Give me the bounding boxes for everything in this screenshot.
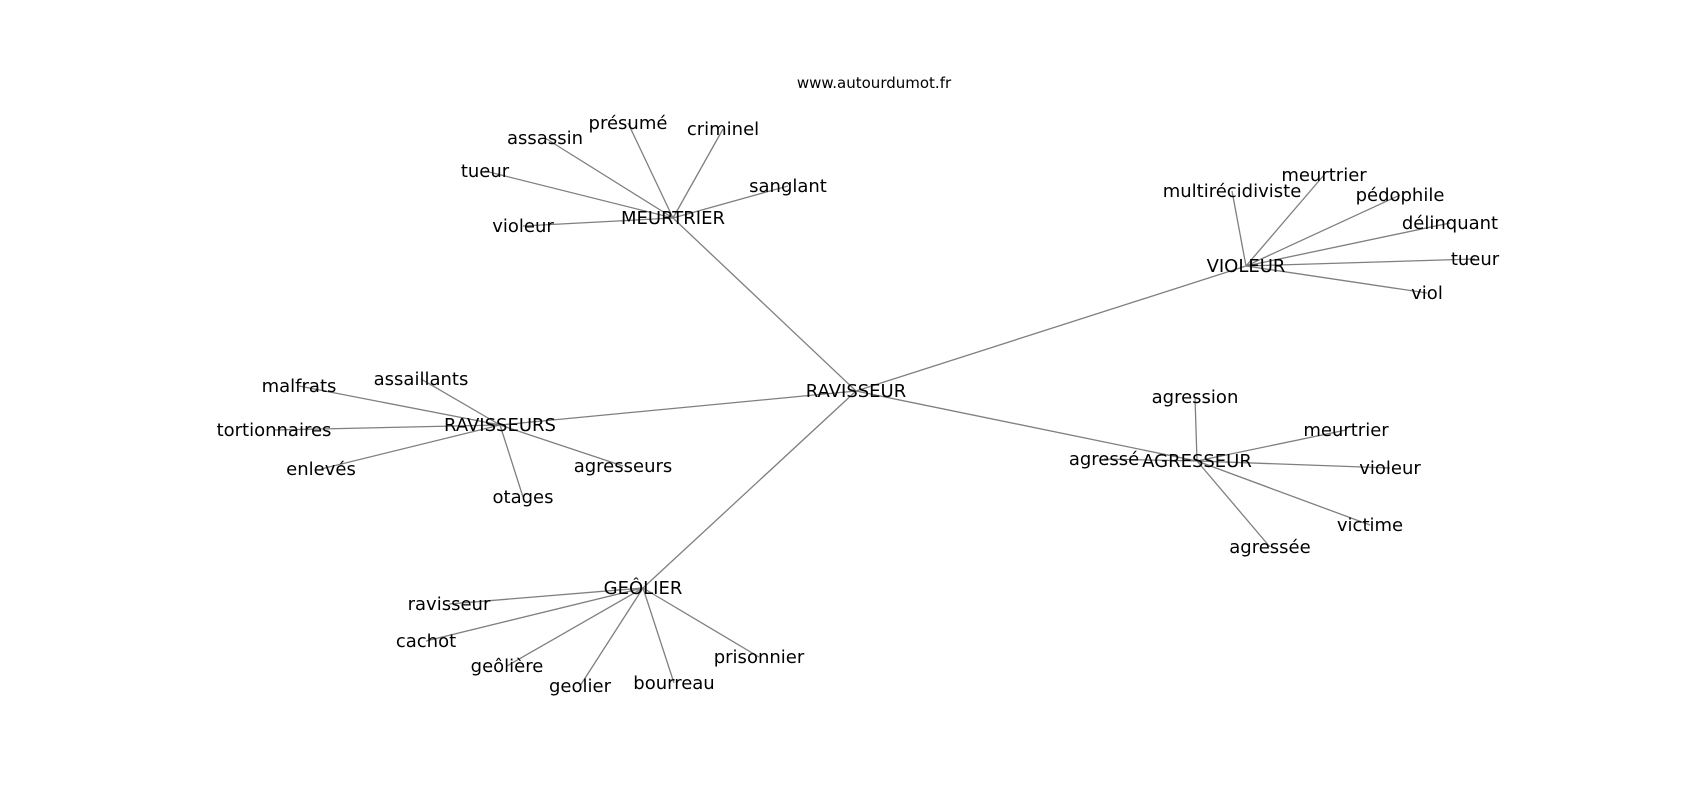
- leaf-node-malfrats: malfrats: [262, 376, 337, 397]
- root-node: RAVISSEUR: [806, 381, 906, 402]
- edge-meurtrier-hub-violeur-1: [522, 217, 674, 227]
- edge-ravisseurs-hub-agresseurs: [499, 424, 624, 467]
- edge-meurtrier-hub-sanglant: [672, 185, 789, 219]
- leaf-node-victime: victime: [1337, 515, 1403, 536]
- edge-root-geolier-hub: [642, 390, 857, 589]
- edge-geolier-hub-prisonnier: [642, 587, 760, 658]
- edge-ravisseurs-hub-assaillants: [420, 378, 501, 426]
- hub-node-ravisseurs-hub: RAVISSEURS: [444, 415, 556, 436]
- leaf-node-tueur-1: tueur: [461, 161, 510, 182]
- leaf-node-assaillants: assaillants: [374, 369, 469, 390]
- hub-node-agresseur-hub: AGRESSEUR: [1142, 451, 1252, 472]
- leaf-node-presume: présumé: [589, 113, 668, 134]
- edge-violeur-hub-tueur-2: [1245, 258, 1476, 267]
- edge-violeur-hub-pedophile: [1245, 194, 1401, 267]
- edge-meurtrier-hub-assassin: [544, 137, 674, 219]
- edge-agresseur-hub-victime: [1196, 460, 1371, 526]
- leaf-node-tortionnaires: tortionnaires: [217, 420, 332, 441]
- edge-geolier-hub-geoliere: [506, 587, 644, 667]
- edge-geolier-hub-bourreau: [642, 587, 675, 684]
- leaf-node-meurtrier-1: meurtrier: [1281, 165, 1367, 186]
- leaf-node-agresseurs: agresseurs: [574, 456, 673, 477]
- edge-agresseur-hub-agression: [1194, 396, 1198, 462]
- leaf-node-agressee: agressée: [1229, 537, 1310, 558]
- leaf-node-bourreau: bourreau: [633, 673, 714, 694]
- edge-agresseur-hub-agresse: [1103, 458, 1198, 462]
- leaf-node-meurtrier-2: meurtrier: [1303, 420, 1389, 441]
- leaf-node-geoliere: geôlière: [471, 656, 544, 677]
- edge-geolier-hub-cachot: [425, 587, 644, 642]
- source-watermark: www.autourdumot.fr: [797, 74, 952, 92]
- edge-meurtrier-hub-presume: [627, 122, 674, 219]
- edge-violeur-hub-delinquant: [1245, 222, 1451, 267]
- edge-geolier-hub-geolier-leaf: [579, 587, 644, 687]
- hub-node-geolier-hub: GEÔLIER: [604, 577, 683, 599]
- leaf-node-multirecidiviste: multirécidiviste: [1163, 181, 1302, 202]
- edge-root-violeur-hub: [855, 265, 1247, 392]
- leaf-node-pedophile: pédophile: [1356, 185, 1445, 206]
- edge-agresseur-hub-meurtrier-2: [1196, 429, 1347, 462]
- edge-violeur-hub-viol: [1245, 265, 1428, 294]
- leaf-node-agression: agression: [1152, 387, 1239, 408]
- leaf-node-prisonnier: prisonnier: [714, 647, 805, 668]
- edge-meurtrier-hub-tueur-1: [484, 170, 674, 219]
- hub-node-violeur-hub: VIOLEUR: [1207, 256, 1286, 277]
- leaf-node-criminel: criminel: [687, 119, 759, 140]
- edge-root-agresseur-hub: [855, 390, 1198, 462]
- leaf-node-otages: otages: [493, 487, 554, 508]
- graph-edges: [273, 122, 1476, 687]
- leaf-node-agresse: agressé: [1069, 449, 1139, 470]
- edge-violeur-hub-multirecidiviste: [1231, 190, 1247, 267]
- edge-root-meurtrier-hub: [672, 217, 857, 392]
- edge-root-ravisseurs-hub: [499, 390, 857, 426]
- edge-ravisseurs-hub-tortionnaires: [273, 424, 501, 431]
- leaf-node-ravisseur-leaf: ravisseur: [408, 594, 491, 615]
- edge-ravisseurs-hub-enleves: [320, 424, 501, 470]
- leaf-node-tueur-2: tueur: [1451, 249, 1500, 270]
- hub-node-meurtrier-hub: MEURTRIER: [621, 208, 725, 229]
- leaf-node-assassin: assassin: [507, 128, 583, 149]
- edge-agresseur-hub-violeur-2: [1196, 460, 1391, 469]
- leaf-node-violeur-1: violeur: [492, 216, 554, 237]
- edge-ravisseurs-hub-otages: [499, 424, 524, 498]
- leaf-node-sanglant: sanglant: [749, 176, 827, 197]
- edge-ravisseurs-hub-malfrats: [298, 385, 501, 426]
- leaf-node-delinquant: délinquant: [1402, 213, 1498, 234]
- edge-agresseur-hub-agressee: [1196, 460, 1271, 548]
- edge-violeur-hub-meurtrier-1: [1245, 174, 1325, 267]
- leaf-node-geolier-leaf: geolier: [549, 676, 612, 697]
- edge-meurtrier-hub-criminel: [672, 128, 724, 219]
- graph-labels: assassin présumé criminel tueur sanglant viol…: [217, 113, 1500, 697]
- leaf-node-viol: viol: [1411, 283, 1443, 304]
- edge-geolier-hub-ravisseur-leaf: [448, 587, 644, 605]
- leaf-node-enleves: enlevés: [286, 459, 356, 480]
- leaf-node-violeur-2: violeur: [1359, 458, 1421, 479]
- leaf-node-cachot: cachot: [396, 631, 456, 652]
